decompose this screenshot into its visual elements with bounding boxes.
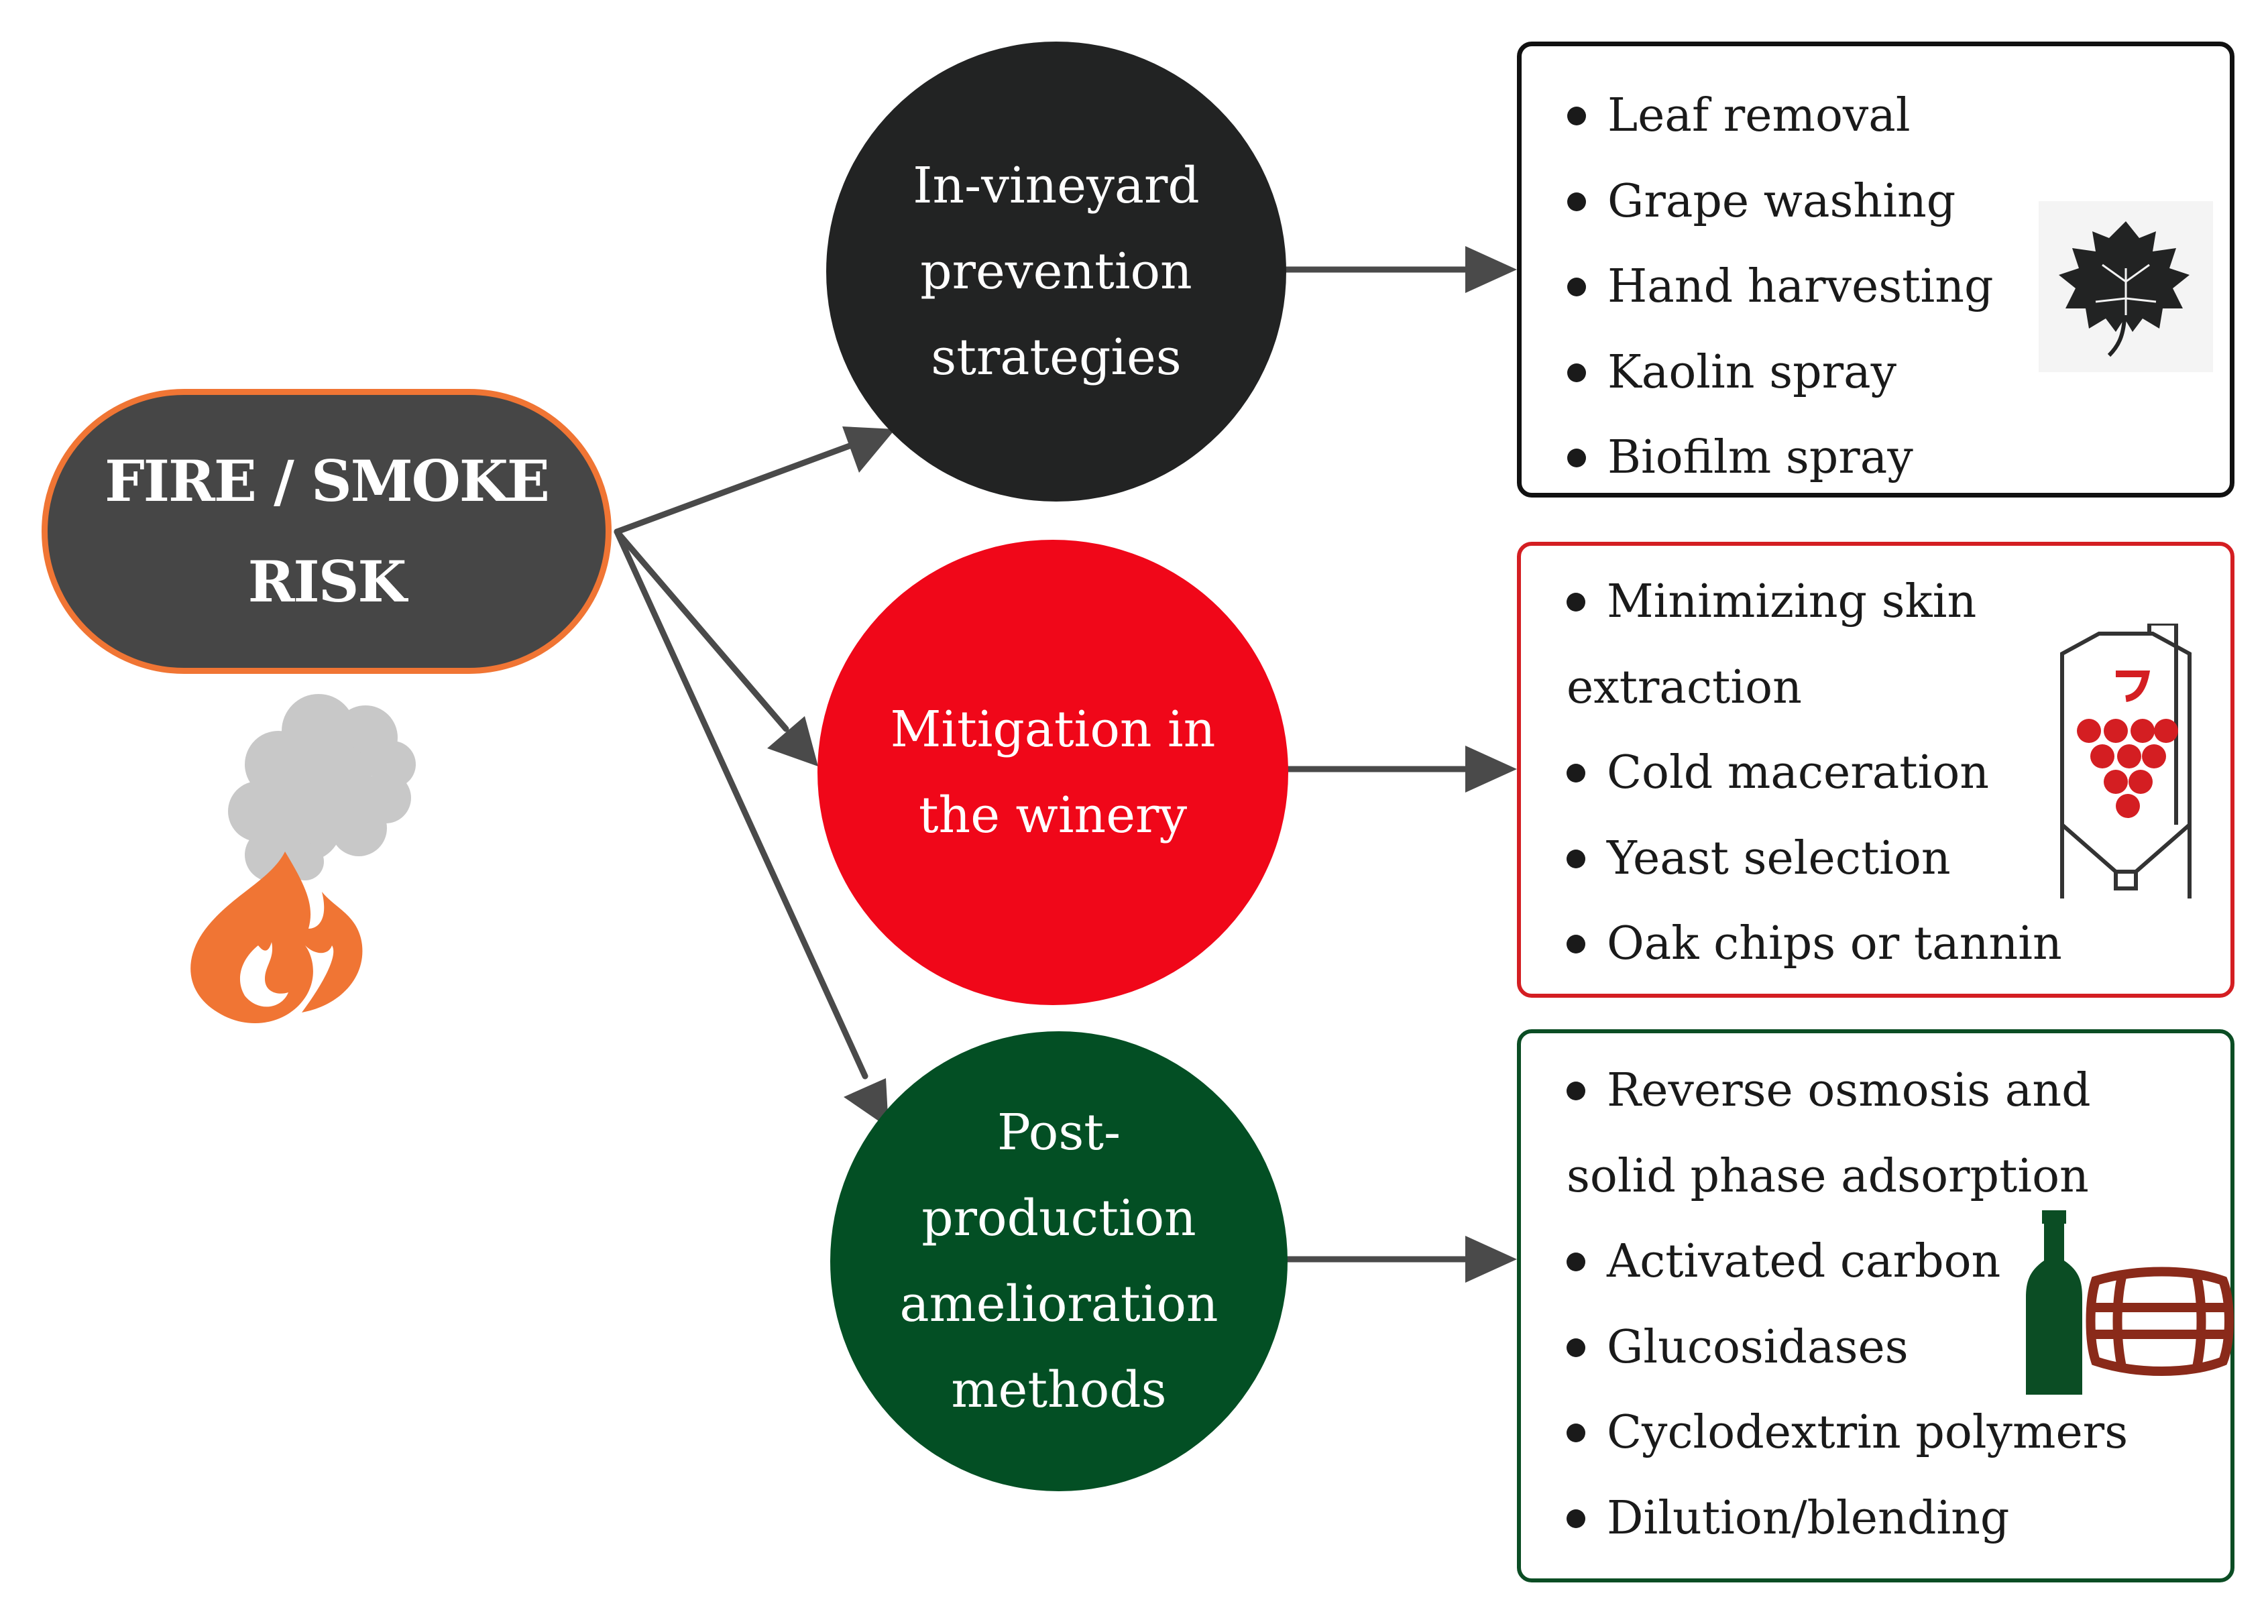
wine-bottle-icon	[2026, 1210, 2082, 1395]
list-item: Grape washing	[1567, 159, 2230, 245]
vineyard-prevention-label: In-vineyard prevention strategies	[913, 157, 1200, 386]
list-item: Glucosidases	[1567, 1305, 2230, 1391]
arrowhead-vineyard-box	[1465, 246, 1517, 293]
postproduction-amelioration-label: Post-production amelioration methods	[899, 1104, 1218, 1419]
winery-mitigation-label: Mitigation in the winery	[890, 701, 1216, 844]
bottle-and-barrel-icon	[2026, 1210, 2234, 1395]
source-title: FIRE / SMOKE RISK	[105, 447, 550, 615]
arrowhead-winery-box	[1465, 746, 1517, 793]
postproduction-amelioration-node: Post-production amelioration methods	[830, 1031, 1288, 1491]
list-item-continuation: extraction	[1567, 660, 1802, 714]
arrow-source-to-winery	[614, 528, 789, 732]
winery-mitigation-node: Mitigation in the winery	[817, 540, 1288, 1005]
list-item: Oak chips or tannin	[1567, 901, 2230, 987]
vineyard-strategies-list: Leaf removal Grape washing Hand harvesti…	[1567, 73, 2230, 501]
arrowhead-winery	[767, 716, 818, 766]
list-item: Cyclodextrin polymers	[1567, 1390, 2230, 1476]
list-item: Yeast selection	[1567, 816, 2230, 902]
list-item: Activated carbon	[1567, 1219, 2230, 1305]
fire-icon	[190, 852, 363, 1024]
fire-smoke-icon	[190, 694, 416, 1024]
list-item: Leaf removal	[1567, 73, 2230, 159]
winery-mitigation-box: Minimizing skin extraction Cold macerati…	[1517, 542, 2234, 998]
fermentation-tank-icon	[2060, 624, 2192, 898]
vineyard-strategies-box: Leaf removal Grape washing Hand harvesti…	[1517, 42, 2234, 498]
arrowhead-postproduction-box	[1465, 1236, 1517, 1283]
list-item: Cold maceration	[1567, 730, 2230, 816]
arrowhead-postproduction	[844, 1078, 889, 1128]
winery-mitigation-list: Minimizing skin extraction Cold macerati…	[1567, 559, 2230, 987]
list-item: Biofilm spray	[1567, 415, 2230, 501]
fire-smoke-risk-node: FIRE / SMOKE RISK	[42, 389, 612, 674]
smoke-cloud-icon	[228, 694, 416, 882]
arrowhead-vineyard	[842, 426, 895, 473]
grape-leaf-icon	[2039, 201, 2213, 372]
list-item: Kaolin spray	[1567, 330, 2230, 416]
list-item: Dilution/blending	[1567, 1476, 2230, 1562]
list-item-continuation: solid phase adsorption	[1567, 1149, 2089, 1203]
wine-barrel-icon	[2086, 1267, 2234, 1376]
arrow-source-to-vineyard	[614, 441, 858, 535]
list-item: Hand harvesting	[1567, 244, 2230, 330]
list-item: Minimizing skin	[1567, 559, 2157, 645]
postproduction-methods-list: Reverse osmosis and solid phase adsorpti…	[1567, 1048, 2230, 1561]
list-item: Reverse osmosis and	[1567, 1048, 2251, 1134]
vineyard-prevention-node: In-vineyard prevention strategies	[826, 42, 1286, 502]
arrow-source-to-postproduction	[614, 528, 868, 1080]
